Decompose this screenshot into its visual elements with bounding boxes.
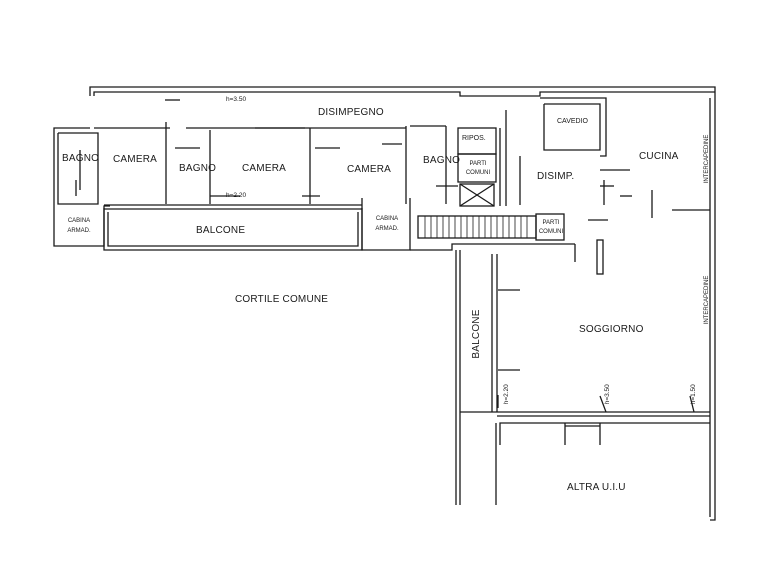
parti-comuni-box [457, 153, 497, 183]
label-disimp: DISIMP. [537, 171, 575, 182]
height-balcone: h=2.20 [502, 384, 510, 405]
cavedio-box [543, 103, 601, 151]
height-top: h=3.50 [226, 96, 247, 103]
label-camera-1: CAMERA [113, 154, 157, 165]
cabina-right-box [361, 198, 411, 251]
label-parti-comuni-1: PARTI COMUNI [465, 161, 491, 176]
altra-top [499, 422, 710, 445]
balcone-inner [107, 212, 359, 247]
label-camera-2: CAMERA [242, 163, 286, 174]
height-soggiorno: h=3.50 [603, 384, 611, 405]
outer-wall-right [710, 95, 716, 521]
height-camera: h=2.20 [226, 192, 247, 199]
label-balcone-top: BALCONE [196, 225, 246, 236]
cavedio-outer [540, 97, 607, 157]
label-cabina-left: CABINA ARMAD. [67, 218, 91, 234]
outer-wall-top-inner [93, 91, 715, 97]
lower-building-top [410, 243, 575, 251]
label-disimpegno: DISIMPEGNO [318, 107, 384, 118]
label-soggiorno: SOGGIORNO [579, 324, 644, 335]
elevator-x2 [459, 183, 495, 207]
label-altra: ALTRA U.I.U [567, 482, 626, 493]
label-cortile: CORTILE COMUNE [235, 294, 329, 305]
soggiorno-column [596, 239, 604, 275]
elevator-box [459, 183, 495, 207]
label-bagno-right: BAGNO [423, 155, 461, 166]
label-balcone-side: BALCONE [471, 309, 482, 359]
stairs [417, 215, 537, 239]
label-intercapedine-top: INTERCAPEDINE [704, 134, 710, 184]
label-cabina-right: CABINA ARMAD. [375, 216, 399, 232]
label-riposto: RIPOS. [462, 135, 486, 142]
height-intercap: h=1.50 [689, 384, 697, 405]
outer-wall-top [89, 86, 716, 96]
stair-steps [424, 216, 528, 238]
walls [53, 86, 716, 521]
left-wing-inner [57, 132, 99, 205]
label-cavedio: CAVEDIO [557, 118, 588, 125]
label-bagno-mid: BAGNO [179, 163, 217, 174]
label-camera-3: CAMERA [347, 164, 391, 175]
label-parti-comuni-2: PARTI COMUNI [538, 220, 564, 235]
label-intercapedine-right: INTERCAPEDINE [704, 275, 710, 325]
parti-comuni-2-box [535, 213, 565, 241]
label-bagno-left: BAGNO [62, 153, 100, 164]
left-wing-outline [53, 127, 110, 247]
label-cucina: CUCINA [639, 151, 679, 162]
